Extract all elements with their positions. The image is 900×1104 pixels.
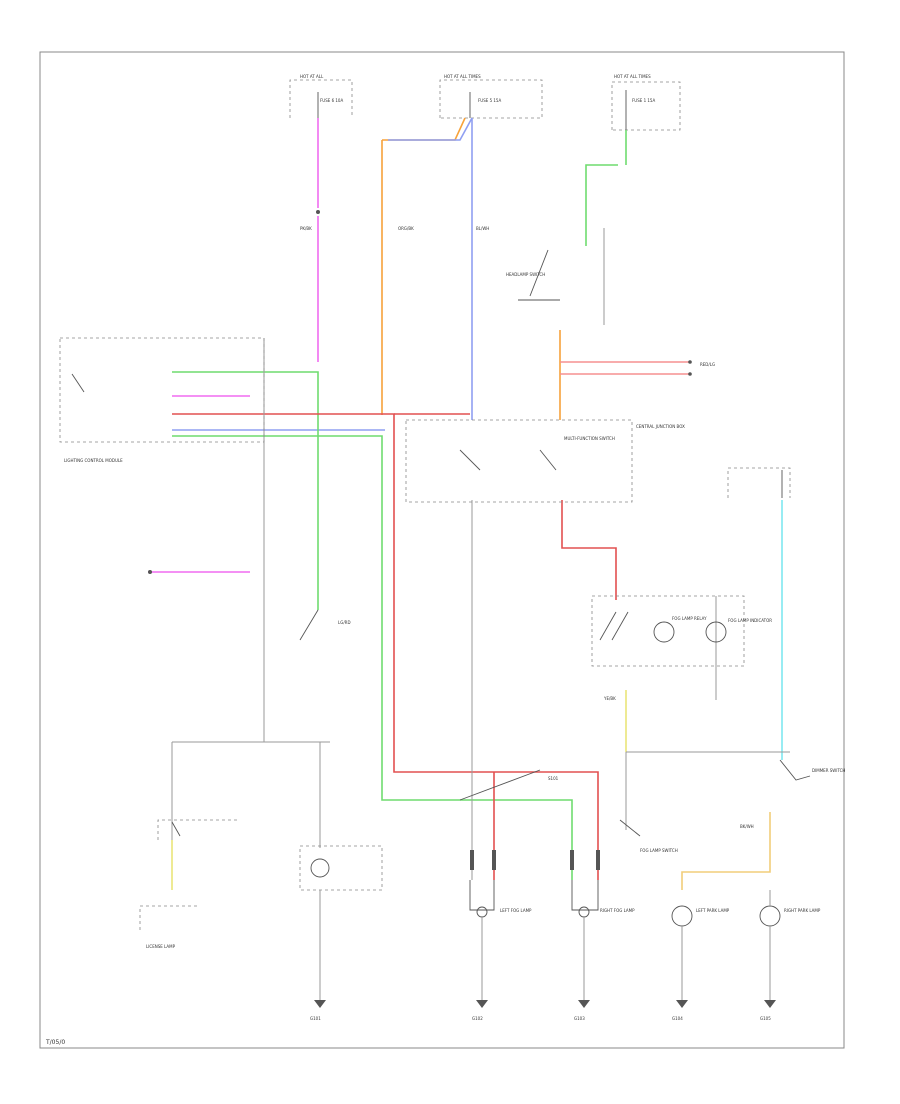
tag-orange: ORG/BK bbox=[398, 226, 414, 231]
right-park-label: RIGHT PARK LAMP bbox=[784, 908, 821, 913]
ground-l-turn-label: G104 bbox=[672, 1016, 683, 1021]
dimmer-label: DIMMER SWITCH bbox=[812, 768, 845, 773]
tag-blue: BL/WH bbox=[476, 226, 489, 231]
fuse-b-label: FUSE 5 15A bbox=[478, 98, 501, 103]
lighting-control-module: LIGHTING CONTROL MODULE bbox=[59, 337, 265, 574]
tag-yellow: YE/BK bbox=[603, 696, 616, 701]
fog-connectors bbox=[470, 850, 600, 870]
green-switch: LG/RD bbox=[299, 609, 351, 641]
bottom-left-label: LICENSE LAMP bbox=[146, 944, 176, 949]
ground-l-fog-label: G102 bbox=[472, 1016, 483, 1021]
dimmer-switch: DIMMER SWITCH FOG LAMP SWITCH bbox=[619, 759, 845, 853]
tag-red: RED/LG bbox=[700, 362, 715, 367]
headlamp-switch-label: HEADLAMP SWITCH bbox=[506, 272, 545, 277]
license-lamp bbox=[299, 845, 383, 1000]
wire-green-module bbox=[172, 371, 319, 610]
relay-box-label: MULTI-FUNCTION SWITCH bbox=[564, 436, 615, 441]
wire-green-bend bbox=[585, 164, 618, 246]
left-module-label: LIGHTING CONTROL MODULE bbox=[64, 458, 123, 463]
left-fog-label: LEFT FOG LAMP bbox=[500, 908, 532, 913]
wire-red-relay bbox=[561, 500, 617, 600]
wire-red-main bbox=[172, 413, 550, 773]
ground-icon bbox=[476, 1000, 488, 1008]
right-park-lamp: RIGHT PARK LAMP bbox=[759, 890, 821, 1000]
fuse-c-label: FUSE 1 15A bbox=[632, 98, 655, 103]
wire-green-lower bbox=[172, 435, 573, 880]
wire-orange-top bbox=[382, 117, 466, 141]
splice-s101: S101 bbox=[459, 769, 559, 801]
left-park-lamp: LEFT PARK LAMP bbox=[671, 905, 730, 1000]
wire-tan bbox=[681, 812, 771, 890]
ground-icon bbox=[764, 1000, 776, 1008]
green-switch-label: LG/RD bbox=[338, 620, 351, 625]
connector-pink bbox=[316, 210, 320, 214]
tag-black: BK/WH bbox=[740, 824, 754, 829]
right-fog-label: RIGHT FOG LAMP bbox=[600, 908, 635, 913]
grounds: G101 G102 G103 G104 G105 bbox=[310, 1000, 776, 1021]
fog-lamp-relay: FOG LAMP RELAY FOG LAMP INDICATOR bbox=[591, 595, 772, 667]
wire-blue-top bbox=[388, 117, 473, 141]
ground-icon bbox=[314, 1000, 326, 1008]
wire-red-right-fog bbox=[550, 771, 599, 880]
splice-label: S101 bbox=[548, 776, 559, 781]
fuse-box-right-label: HOT AT ALL TIMES bbox=[614, 74, 651, 79]
fuse-box-left: HOT AT ALL FUSE 6 10A bbox=[289, 74, 353, 118]
ground-left-label: G101 bbox=[310, 1016, 321, 1021]
ground-icon bbox=[578, 1000, 590, 1008]
fuse-box-right: HOT AT ALL TIMES FUSE 1 15A bbox=[611, 74, 681, 131]
headlamp-switch: HEADLAMP SWITCH bbox=[506, 249, 560, 301]
corner-label: T/05/0 bbox=[45, 1039, 65, 1046]
left-lower-switch: LICENSE LAMP bbox=[139, 819, 240, 949]
diagram-frame bbox=[39, 51, 845, 1049]
ground-icon bbox=[676, 1000, 688, 1008]
central-junction-box: CENTRAL JUNCTION BOX MULTI-FUNCTION SWIT… bbox=[405, 419, 685, 503]
wire-tags: ORG/BK BL/WH PK/BK RED/LG YE/BK BK/WH bbox=[300, 226, 754, 829]
tag-pink: PK/BK bbox=[300, 226, 312, 231]
ground-r-fog-label: G103 bbox=[574, 1016, 585, 1021]
right-fog-lamp: RIGHT FOG LAMP bbox=[571, 880, 635, 1000]
fog-fuse-box bbox=[727, 467, 791, 498]
indicator-label: FOG LAMP INDICATOR bbox=[728, 618, 772, 623]
fog-switch-label: FOG LAMP SWITCH bbox=[640, 848, 678, 853]
ground-r-turn-label: G105 bbox=[760, 1016, 771, 1021]
left-park-label: LEFT PARK LAMP bbox=[696, 908, 730, 913]
fog-relay-label: FOG LAMP RELAY bbox=[672, 616, 707, 621]
fuse-a-label: FUSE 6 10A bbox=[320, 98, 343, 103]
fuse-box-left-label: HOT AT ALL bbox=[300, 74, 324, 79]
left-fog-lamp: LEFT FOG LAMP bbox=[469, 880, 532, 1000]
central-junction-label: CENTRAL JUNCTION BOX bbox=[636, 424, 685, 429]
fuse-box-mid-label: HOT AT ALL TIMES bbox=[444, 74, 481, 79]
fuse-box-mid: HOT AT ALL TIMES FUSE 5 15A bbox=[439, 74, 543, 119]
